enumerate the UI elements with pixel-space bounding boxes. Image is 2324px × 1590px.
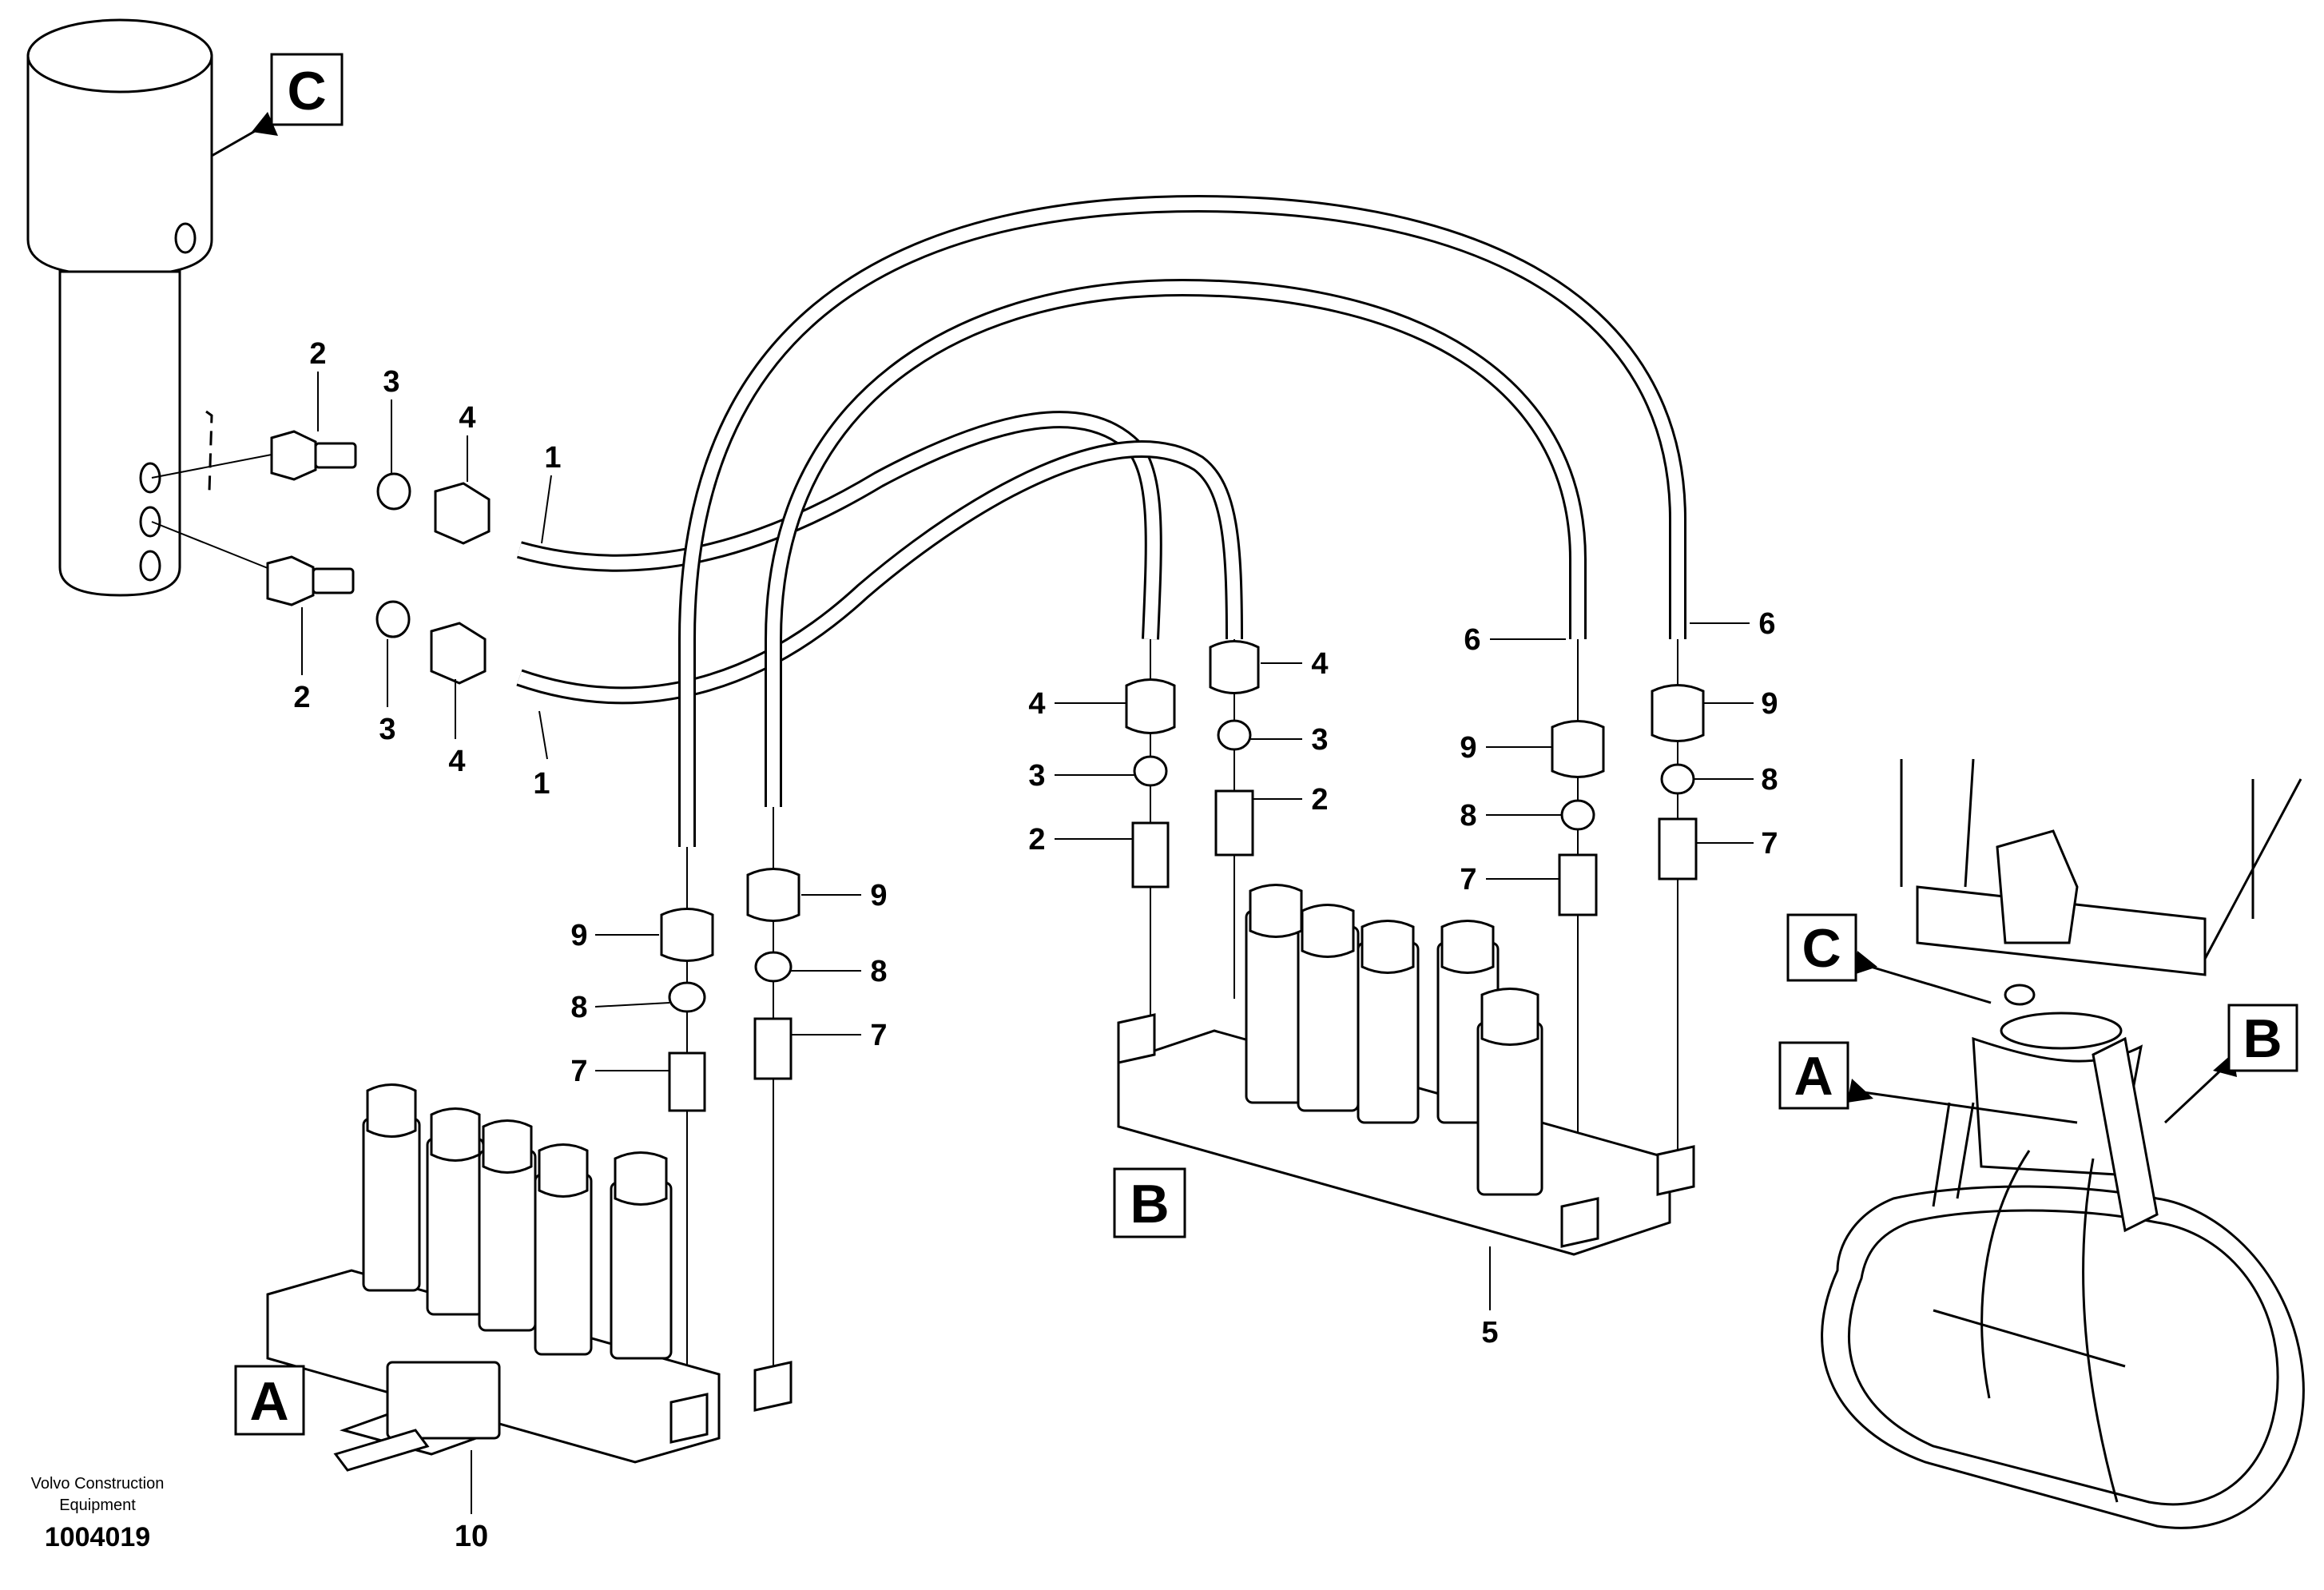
callout-10: 10 [455,1520,488,1553]
reference-boxes: C A B C A B [234,53,2298,1436]
callout-2c: 2 [1028,823,1045,857]
rotator-cylinder [26,18,213,597]
leader-lines [301,372,1754,1514]
callout-8b: 8 [870,955,887,988]
rotator-fittings [151,430,491,685]
credit-line1: Volvo Construction [31,1475,165,1493]
hoses [516,194,1686,847]
callout-9d: 9 [1761,687,1778,721]
box-label-a-main: A [249,1371,288,1432]
callout-3d: 3 [1311,723,1328,757]
callout-7a: 7 [570,1055,587,1088]
box-label-b-inset: B [2243,1008,2282,1069]
box-label-b-main: B [1130,1174,1169,1234]
doc-number: 1004019 [45,1522,150,1552]
callout-5: 5 [1481,1316,1498,1350]
grapple-inset [1821,758,2305,1529]
callout-8d: 8 [1761,763,1778,797]
callout-1a: 1 [544,441,561,475]
callout-2b: 2 [293,681,310,714]
callout-6a: 6 [1464,623,1480,657]
callout-3c: 3 [1028,759,1045,793]
block-b-fittings [1125,639,1705,1230]
callout-4c: 4 [1028,687,1045,721]
box-pointers [211,112,2237,1124]
callout-7b: 7 [870,1019,887,1052]
callout-4d: 4 [1311,647,1328,681]
callout-3a: 3 [383,365,399,399]
box-label-a-inset: A [1794,1046,1833,1107]
callout-8c: 8 [1460,799,1476,833]
credit-line2: Equipment [59,1497,136,1514]
distributor-block-b [1117,884,1695,1256]
callout-9c: 9 [1460,731,1476,765]
block-a-fittings [660,807,800,1406]
callout-2d: 2 [1311,783,1328,817]
callout-9a: 9 [570,919,587,952]
callout-9b: 9 [870,879,887,912]
callout-1b: 1 [533,767,550,801]
distributor-block-a [266,1083,793,1472]
callout-8a: 8 [570,991,587,1024]
callout-4b: 4 [448,745,465,778]
credit-block: Volvo Construction Equipment 1004019 [31,1475,165,1552]
callout-7c: 7 [1460,863,1476,896]
callout-6b: 6 [1758,607,1775,641]
box-label-c-inset: C [1802,918,1841,979]
callout-numbers: 2 3 4 1 2 3 4 1 9 8 7 9 8 7 10 4 3 2 4 3… [293,337,1778,1553]
callout-4a: 4 [459,401,475,435]
callout-3b: 3 [379,713,395,746]
callout-7d: 7 [1761,827,1778,861]
box-label-c-top: C [287,61,326,121]
callout-2a: 2 [309,337,326,371]
